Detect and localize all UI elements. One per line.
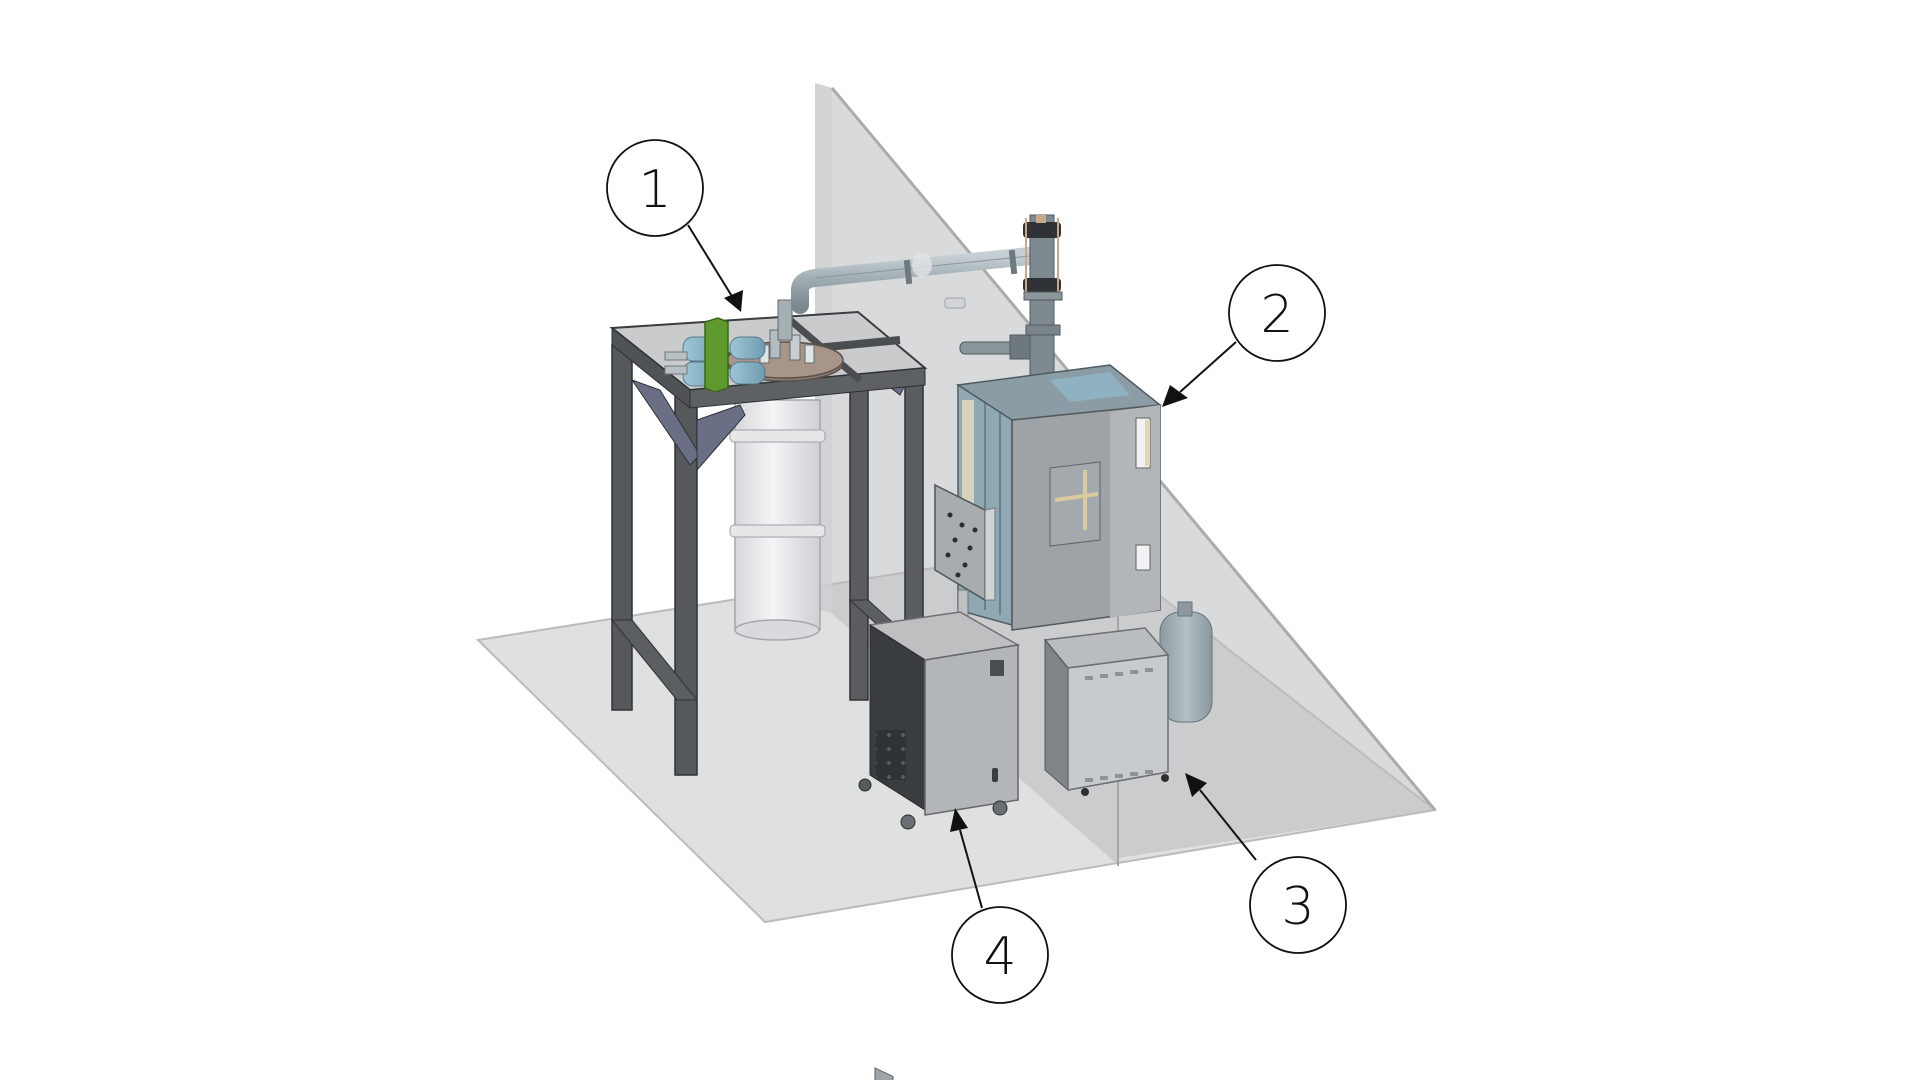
callout-1: 1 xyxy=(606,139,743,312)
callout-circle-1 xyxy=(606,139,704,237)
callout-number-1: 1 xyxy=(638,160,671,220)
arrowhead-icon xyxy=(1185,773,1207,797)
transfer-pipe xyxy=(791,247,1039,314)
callout-3: 3 xyxy=(1185,773,1347,954)
callout-2: 2 xyxy=(1162,264,1326,407)
mobile-rack-cabinet xyxy=(858,611,1021,1080)
main-enclosure xyxy=(955,364,1162,631)
feedthrough-panel xyxy=(934,483,996,626)
arrowhead-icon xyxy=(1162,385,1188,407)
callout-circle-2 xyxy=(1228,264,1326,362)
callout-4: 4 xyxy=(950,808,1049,1004)
cryostat-cylinder xyxy=(729,399,826,641)
callout-circle-3 xyxy=(1249,856,1347,954)
callout-number-3: 3 xyxy=(1281,877,1314,937)
callout-circle-4 xyxy=(951,906,1049,1004)
top-plate-assembly xyxy=(664,299,844,393)
callout-number-4: 4 xyxy=(983,927,1016,987)
support-frame xyxy=(609,310,928,776)
arrowhead-icon xyxy=(724,290,743,312)
gas-cylinder xyxy=(1159,601,1213,723)
arrowhead-icon xyxy=(950,808,968,832)
green-clamp xyxy=(704,317,729,393)
callout-number-2: 2 xyxy=(1260,285,1293,345)
compressor-unit xyxy=(1043,601,1213,796)
